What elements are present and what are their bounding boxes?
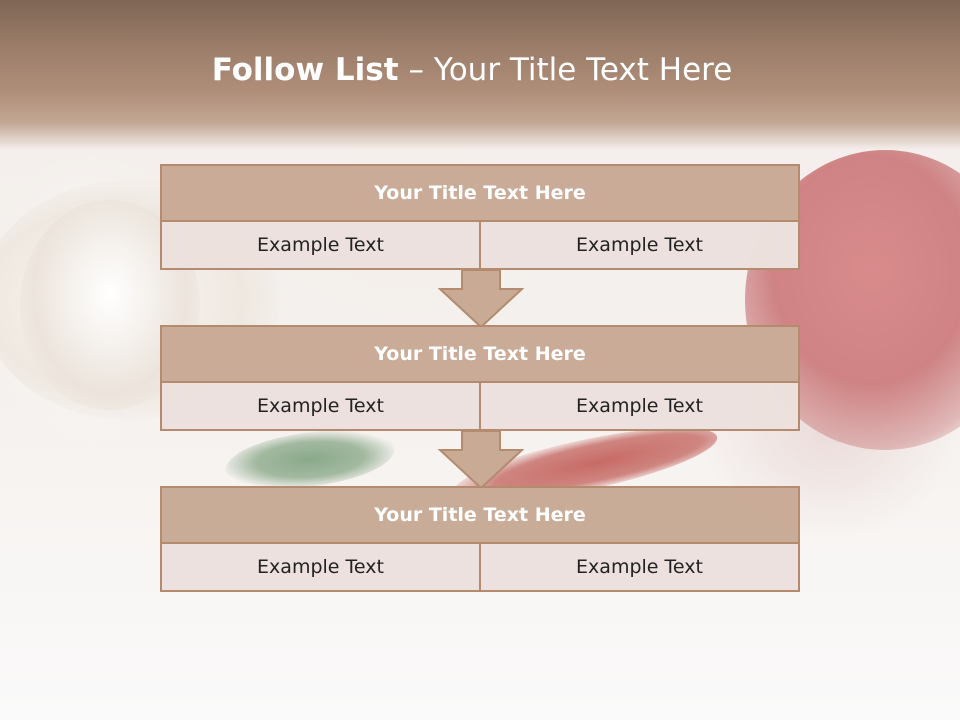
block-cell-right: Example Text <box>479 544 798 590</box>
block-cell-left: Example Text <box>162 544 479 590</box>
block-cell-right: Example Text <box>479 383 798 429</box>
down-arrow-icon <box>438 269 524 329</box>
block-title: Your Title Text Here <box>162 488 798 544</box>
block-cell-left: Example Text <box>162 383 479 429</box>
list-block-3: Your Title Text Here Example Text Exampl… <box>160 486 800 592</box>
list-block-1: Your Title Text Here Example Text Exampl… <box>160 164 800 270</box>
block-cell-right: Example Text <box>479 222 798 268</box>
down-arrow-icon <box>438 430 524 490</box>
block-row: Example Text Example Text <box>162 222 798 268</box>
header-band <box>0 0 960 150</box>
slide-title-bold: Follow List <box>211 52 399 88</box>
list-block-2: Your Title Text Here Example Text Exampl… <box>160 325 800 431</box>
block-row: Example Text Example Text <box>162 383 798 429</box>
block-cell-left: Example Text <box>162 222 479 268</box>
background-basil-leaf <box>223 426 397 493</box>
block-row: Example Text Example Text <box>162 544 798 590</box>
slide-title-rest: – Your Title Text Here <box>408 52 733 88</box>
slide-title: Follow List– Your Title Text Here <box>0 52 944 88</box>
block-title: Your Title Text Here <box>162 327 798 383</box>
block-title: Your Title Text Here <box>162 166 798 222</box>
